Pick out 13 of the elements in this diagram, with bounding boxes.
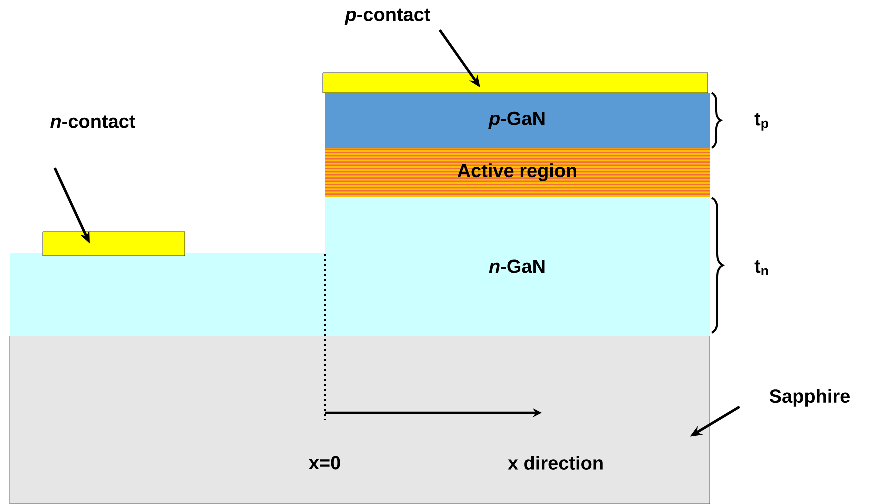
thickness-label: t$_{p}$ bbox=[754, 113, 768, 131]
layer: n-GaN bbox=[10, 197, 710, 336]
substrate-layer bbox=[10, 336, 710, 504]
origin-label: x=0 bbox=[309, 456, 340, 470]
active-region-layer: Active region bbox=[325, 148, 710, 197]
contact-label: n-contact bbox=[50, 116, 136, 128]
substrate-label: Sapphire bbox=[770, 389, 850, 407]
axis-label: x direction bbox=[508, 456, 603, 470]
contact-pad bbox=[42, 232, 186, 256]
contact-pad bbox=[322, 72, 708, 94]
layer: p-GaN bbox=[325, 93, 710, 148]
thickness-label: t$_{n}$ bbox=[754, 260, 768, 276]
contact-label: p-contact bbox=[344, 8, 430, 26]
